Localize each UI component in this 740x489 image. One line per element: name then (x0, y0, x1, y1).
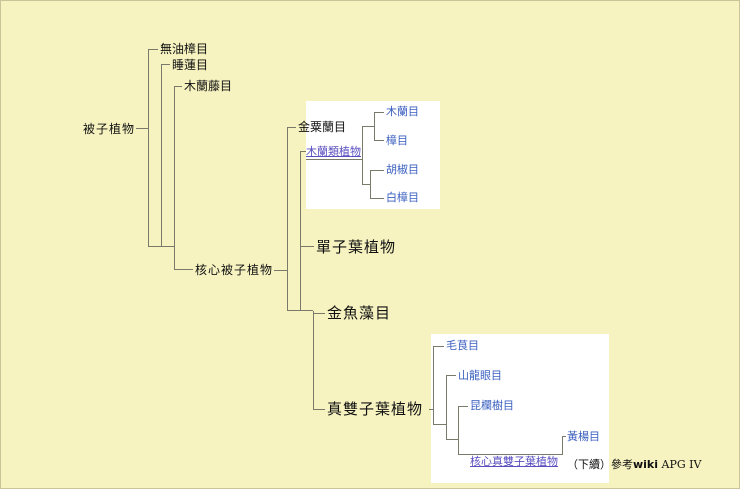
magnoliales-link[interactable]: 木蘭目 (386, 105, 419, 118)
ceratophyllales-label: 金魚藻目 (327, 304, 392, 322)
wiki-text[interactable]: wiki (633, 458, 659, 471)
monocots-label: 單子葉植物 (316, 238, 397, 256)
eudicots-label: 真雙子葉植物 (327, 400, 424, 418)
reference-text: 參考 (611, 458, 633, 471)
austrobaileyales-label: 木蘭藤目 (184, 79, 233, 93)
footer-note: （下續）參考wiki APG IV (567, 458, 701, 471)
magnoliids-link[interactable]: 木蘭類植物 (306, 145, 361, 158)
apg-text: APG IV (661, 458, 702, 471)
piperales-link[interactable]: 胡椒目 (386, 163, 419, 176)
chloranthales-label: 金粟蘭目 (298, 120, 347, 134)
laurales-link[interactable]: 樟目 (386, 134, 408, 147)
continued-text: （下續） (567, 458, 611, 471)
buxales-link[interactable]: 黃楊目 (567, 430, 600, 443)
ranunculales-link[interactable]: 毛茛目 (446, 339, 479, 352)
magnoliids-box (306, 101, 440, 209)
mesangiosperms-label: 核心被子植物 (195, 263, 274, 277)
amborellales-label: 無油樟目 (160, 42, 209, 56)
eudicots-box (431, 334, 609, 483)
core-eudicots-link[interactable]: 核心真雙子葉植物 (470, 455, 558, 468)
canellales-link[interactable]: 白樟目 (386, 191, 419, 204)
proteales-link[interactable]: 山龍眼目 (458, 369, 502, 382)
trochodendrales-link[interactable]: 昆欄樹目 (470, 399, 514, 412)
angiosperms-label: 被子植物 (83, 122, 136, 136)
nymphaeales-label: 睡蓮目 (172, 58, 209, 72)
